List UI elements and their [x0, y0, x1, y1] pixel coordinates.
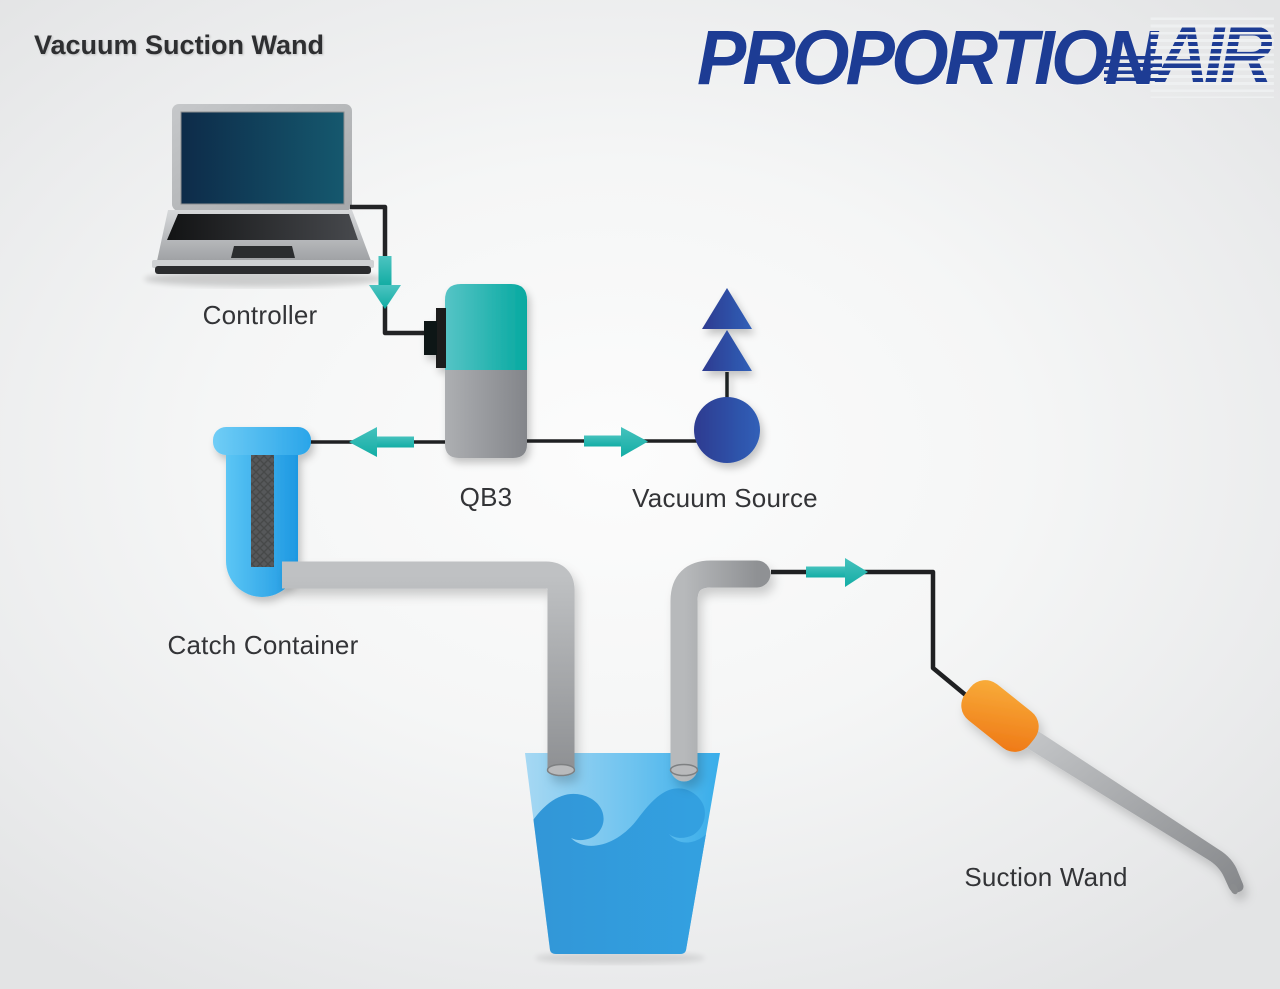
qb3-to-vacuum-line	[527, 427, 700, 457]
signal-arrow-down-icon	[369, 256, 401, 309]
wand-handle	[961, 680, 1039, 752]
vacuum-triangle-lower	[702, 330, 752, 371]
laptop-screen	[180, 111, 345, 205]
qb3-connector-block	[424, 321, 437, 355]
controller-to-qb3-wire	[350, 204, 428, 336]
container-filter-mesh	[251, 452, 274, 567]
flow-arrow-left-icon	[349, 427, 414, 457]
logo-speed-lines-icon	[1104, 56, 1162, 85]
qb3-body-bottom	[445, 370, 527, 458]
vacuum-source-label: Vacuum Source	[632, 483, 818, 513]
qb3-connector-plate	[436, 308, 446, 368]
laptop-trackpad	[231, 246, 295, 258]
suction-wand-label: Suction Wand	[964, 862, 1128, 892]
laptop-base-bottom	[155, 266, 371, 274]
qb3-body-top	[445, 284, 527, 370]
logo-word-proportion: PROPORTION	[697, 15, 1158, 101]
suction-wand-icon	[961, 680, 1244, 895]
qb3-label: QB3	[459, 482, 513, 512]
water-waves	[525, 788, 720, 954]
controller-label: Controller	[202, 300, 318, 330]
wand-shaft	[996, 710, 1244, 893]
page-title: Vacuum Suction Wand	[34, 30, 325, 60]
laptop-keyboard	[167, 214, 358, 240]
vacuum-circle	[694, 397, 760, 463]
tube-opening	[546, 763, 576, 777]
flow-arrow-right-icon	[806, 558, 868, 587]
flow-arrow-right-icon	[584, 427, 648, 457]
vacuum-triangle-upper	[702, 288, 752, 329]
laptop-icon	[144, 104, 384, 287]
bucket-to-wand-tube	[669, 560, 771, 782]
proportion-air-logo: PROPORTION AIR	[0, 0, 1280, 120]
vacuum-source-symbol	[694, 288, 760, 463]
qb3-to-container-line	[306, 427, 445, 457]
container-to-bucket-tube	[282, 561, 576, 777]
container-cap	[213, 427, 311, 455]
liquid-container-icon	[525, 753, 720, 964]
qb3-device	[424, 284, 527, 458]
laptop-shadow	[144, 271, 384, 287]
tube-to-wand-wire	[771, 558, 970, 699]
logo-word-air: AIR	[1150, 10, 1273, 100]
tube-opening	[669, 763, 699, 777]
wand-tip	[1230, 883, 1238, 895]
catch-container-label: Catch Container	[167, 630, 359, 660]
catch-container-icon	[213, 427, 311, 597]
